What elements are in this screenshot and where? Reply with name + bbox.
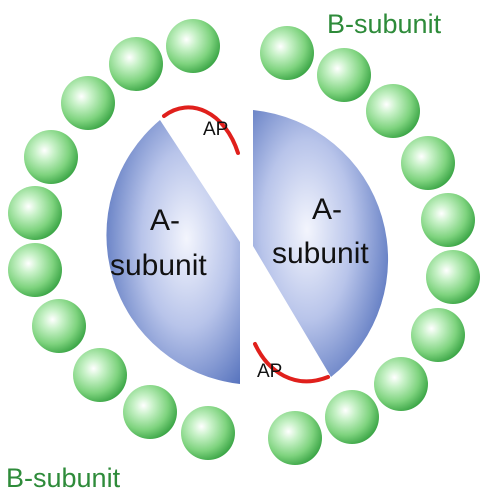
b-subunit-bead (411, 308, 465, 362)
a-subunit-left-label-line2: subunit (110, 249, 207, 282)
b-subunit-bead (366, 84, 420, 138)
ap-arc-bottom (253, 342, 330, 384)
b-subunit-bead (61, 76, 115, 130)
ap-label-bottom: AP (257, 361, 282, 382)
b-subunit-label-bottom-left: B-subunit (6, 463, 121, 493)
b-subunit-bead (8, 186, 62, 240)
b-subunit-bead (181, 406, 235, 460)
a-subunit-right-label-line2: subunit (272, 237, 369, 270)
b-subunit-bead (426, 250, 480, 304)
b-subunit-bead (166, 19, 220, 73)
ap-label-top: AP (203, 119, 228, 140)
a-subunit-left-shape (106, 120, 240, 384)
b-subunit-bead (401, 136, 455, 190)
b-subunit-chain-left (8, 19, 235, 460)
b-subunit-label-top-right: B-subunit (327, 9, 442, 39)
b-subunit-bead (109, 37, 163, 91)
b-subunit-bead (374, 357, 428, 411)
b-subunit-bead (268, 411, 322, 465)
a-subunit-left-label-line1: A- (150, 204, 180, 237)
b-subunit-bead (8, 243, 62, 297)
ap-arc-top (162, 105, 240, 155)
b-subunit-bead (421, 193, 475, 247)
b-subunit-bead (260, 26, 314, 80)
a-subunit-right-shape (253, 110, 389, 377)
b-subunit-bead (325, 390, 379, 444)
b-subunit-bead (123, 385, 177, 439)
b-subunit-bead (24, 130, 78, 184)
a-subunit-right-label-line1: A- (312, 193, 342, 226)
b-subunit-chain-right (260, 26, 480, 465)
b-subunit-bead (73, 348, 127, 402)
b-subunit-bead (317, 48, 371, 102)
b-subunit-bead (32, 299, 86, 353)
